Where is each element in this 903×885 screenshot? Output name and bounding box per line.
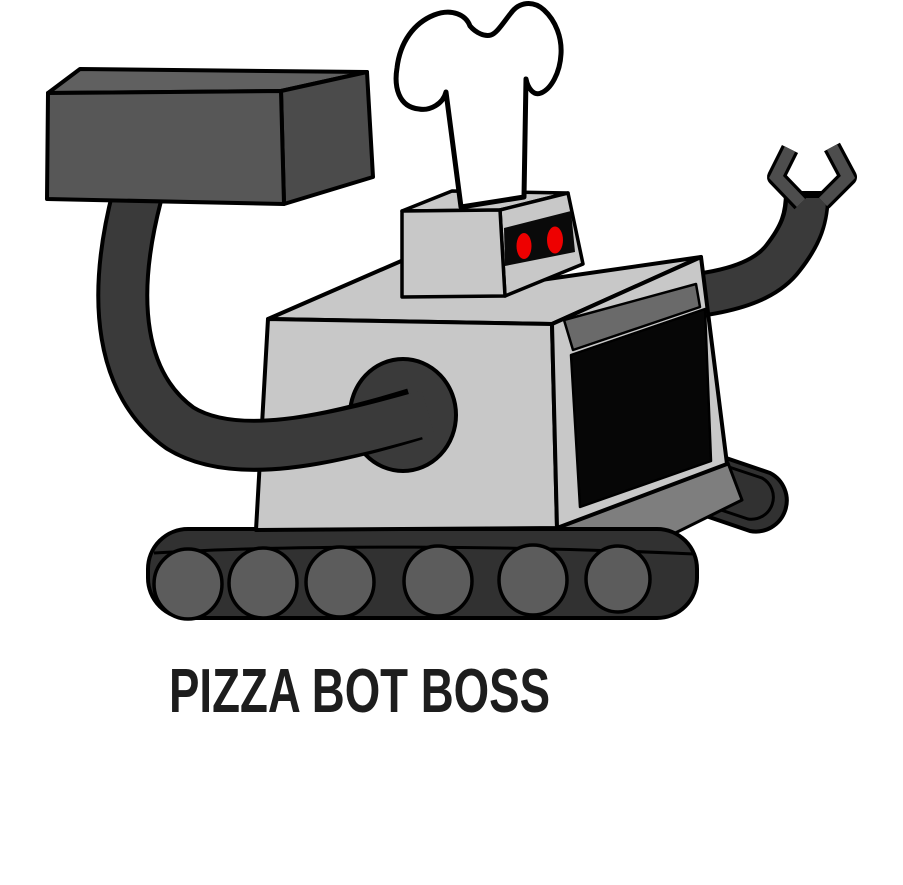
pizza-box-front-face — [45, 89, 286, 206]
claw-left-finger — [769, 146, 806, 207]
vent-slot — [562, 282, 702, 352]
wheel-icon — [227, 546, 299, 620]
wheel-icon — [584, 544, 652, 614]
wheel-icon — [497, 543, 569, 617]
oven-screen — [569, 307, 713, 509]
wheel-icon — [402, 544, 474, 618]
torso — [254, 253, 729, 532]
claw-right-finger — [818, 144, 856, 207]
gripper-claw-icon — [767, 142, 857, 210]
chef-hat-icon — [393, 1, 564, 210]
left-arm-tube — [100, 190, 435, 468]
head — [400, 189, 585, 299]
pizza-box — [45, 67, 375, 206]
pizza-box-side-face — [279, 70, 375, 206]
left-arm — [96, 189, 435, 472]
head-front-face — [400, 208, 507, 299]
caption-text: PIZZA BOT BOSS — [169, 657, 550, 726]
right-eye-icon — [547, 226, 563, 254]
wheel-icon — [304, 545, 376, 619]
left-eye-icon — [516, 233, 532, 259]
road-wheels — [152, 543, 652, 621]
wheel-icon — [152, 547, 224, 621]
